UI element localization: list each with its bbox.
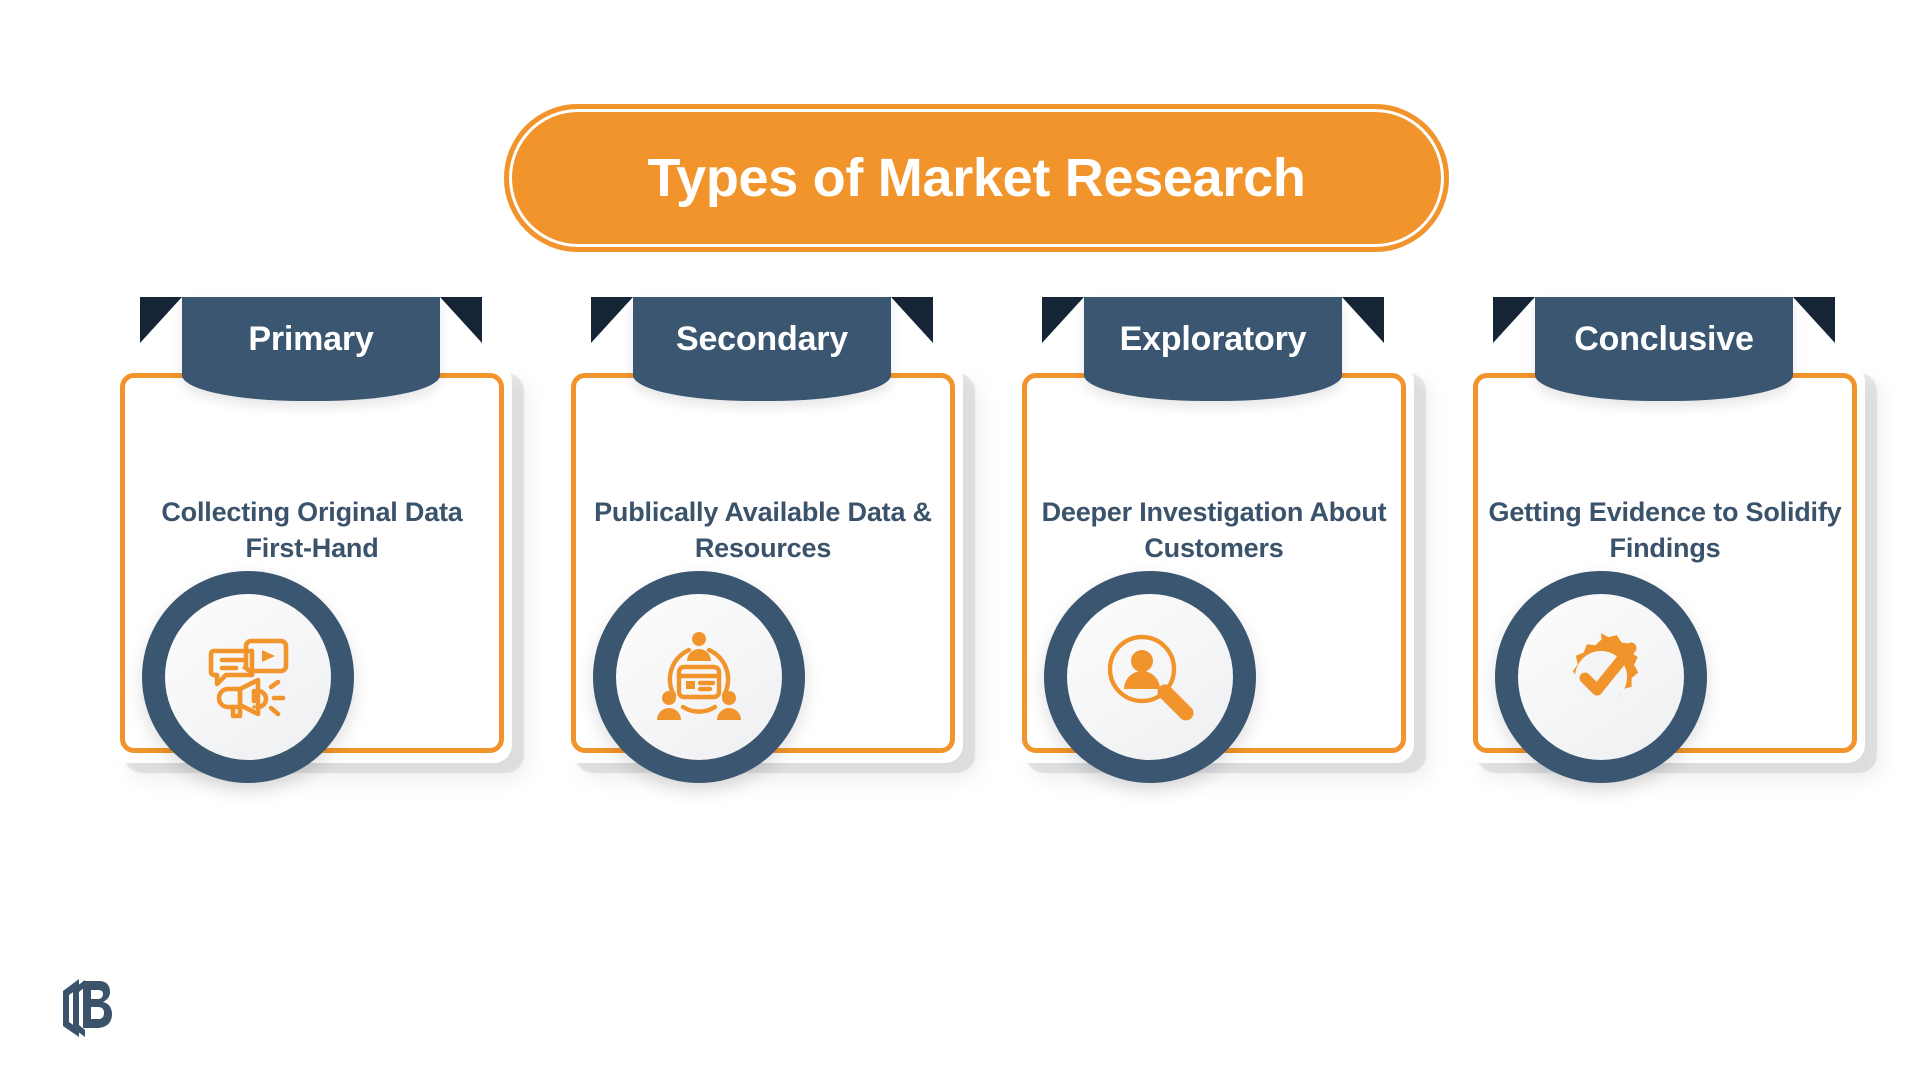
ribbon-fold-right-icon <box>1342 297 1384 343</box>
ribbon-banner: Exploratory <box>1042 297 1384 405</box>
ribbon-fold-left-icon <box>591 297 633 343</box>
ribbon-fold-left-icon <box>1493 297 1535 343</box>
brand-b-logo <box>55 975 117 1041</box>
card-icon-circle[interactable] <box>1495 571 1707 783</box>
magnifier-person-icon <box>1067 594 1233 760</box>
card-description: Collecting Original Data First-Hand <box>161 497 463 563</box>
card-description: Deeper Investigation About Customers <box>1041 497 1387 563</box>
megaphone-video-chat-icon <box>165 594 331 760</box>
card-title: Exploratory <box>1119 320 1307 358</box>
cards-row: Primary Collecting Original Data First-H… <box>0 297 1920 955</box>
card-icon-circle[interactable] <box>142 571 354 783</box>
card-secondary[interactable]: Secondary Publically Available Data & Re… <box>553 297 975 783</box>
ribbon-fold-right-icon <box>1793 297 1835 343</box>
people-around-document-icon <box>616 594 782 760</box>
card-title: Primary <box>248 320 374 358</box>
ribbon-body: Conclusive <box>1535 297 1793 401</box>
ribbon-fold-right-icon <box>440 297 482 343</box>
card-conclusive[interactable]: Conclusive Getting Evidence to Solidify … <box>1455 297 1877 783</box>
ribbon-banner: Conclusive <box>1493 297 1835 405</box>
card-exploratory[interactable]: Exploratory Deeper Investigation About C… <box>1004 297 1426 783</box>
ribbon-body: Secondary <box>633 297 891 401</box>
card-title: Secondary <box>675 320 849 358</box>
page-title-pill: Types of Market Research <box>504 104 1449 252</box>
ribbon-banner: Secondary <box>591 297 933 405</box>
ribbon-fold-right-icon <box>891 297 933 343</box>
card-description: Publically Available Data & Resources <box>594 497 932 563</box>
ribbon-fold-left-icon <box>1042 297 1084 343</box>
card-icon-circle[interactable] <box>593 571 805 783</box>
card-title: Conclusive <box>1574 320 1754 358</box>
card-icon-circle[interactable] <box>1044 571 1256 783</box>
card-primary[interactable]: Primary Collecting Original Data First-H… <box>102 297 524 783</box>
ribbon-fold-left-icon <box>140 297 182 343</box>
badge-checkmark-icon <box>1518 594 1684 760</box>
page-title: Types of Market Research <box>647 148 1306 208</box>
ribbon-body: Exploratory <box>1084 297 1342 401</box>
ribbon-banner: Primary <box>140 297 482 405</box>
ribbon-body: Primary <box>182 297 440 401</box>
card-description: Getting Evidence to Solidify Findings <box>1488 497 1842 563</box>
